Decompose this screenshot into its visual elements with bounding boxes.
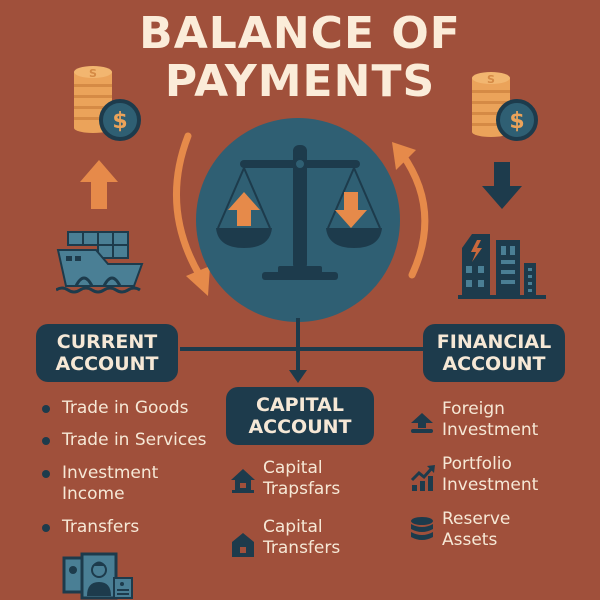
bullet-icon [42, 524, 50, 532]
bullet-icon [42, 470, 50, 478]
bullet-icon [42, 405, 50, 413]
capital-account-box: CAPITAL ACCOUNT [226, 387, 374, 445]
financial-item-portfolio: Portfolio Investment [442, 454, 539, 495]
current-item-transfers: Transfers [62, 517, 140, 537]
coin-stack-dollar-icon: S $ [472, 68, 552, 148]
current-item-investment-income: Investment Income [62, 463, 159, 504]
current-account-label-2: ACCOUNT [55, 353, 159, 375]
cargo-ship-icon [56, 228, 146, 294]
database-stack-icon [410, 516, 434, 544]
svg-text:$: $ [509, 109, 524, 134]
office-buildings-icon [456, 228, 550, 300]
financial-account-label-1: FINANCIAL [436, 331, 552, 353]
photo-id-cards-icon [62, 552, 134, 600]
svg-text:S: S [487, 73, 495, 86]
house-icon [230, 532, 256, 558]
capital-item-2: Capital Transfers [263, 517, 341, 558]
svg-text:S: S [89, 67, 97, 80]
current-account-box: CURRENT ACCOUNT [36, 324, 178, 382]
arrow-up-icon [80, 160, 118, 210]
connector-arrow-down-icon [289, 370, 307, 384]
financial-account-label-2: ACCOUNT [442, 353, 546, 375]
financial-account-box: FINANCIAL ACCOUNT [423, 324, 565, 382]
connector-horizontal [180, 347, 436, 351]
financial-item-foreign: Foreign Investment [442, 399, 539, 440]
current-account-label-1: CURRENT [56, 331, 158, 353]
current-item-trade-services: Trade in Services [62, 430, 207, 450]
cycle-arrow-left-icon [168, 128, 218, 300]
capital-account-label-2: ACCOUNT [248, 416, 352, 438]
connector-vertical [296, 318, 300, 372]
financial-item-reserve: Reserve Assets [442, 509, 511, 550]
upload-arrow-icon [410, 412, 434, 434]
growth-chart-icon [410, 464, 436, 492]
arrow-down-icon [482, 162, 522, 210]
title-line-2: PAYMENTS [164, 56, 436, 107]
title-line-1: BALANCE OF [139, 8, 461, 59]
svg-text:$: $ [112, 109, 127, 134]
coin-stack-dollar-icon: S $ [68, 62, 148, 142]
bullet-icon [42, 437, 50, 445]
current-item-trade-goods: Trade in Goods [62, 398, 189, 418]
balance-scale-icon [210, 140, 390, 290]
cycle-arrow-right-icon [384, 130, 434, 290]
capital-account-label-1: CAPITAL [256, 394, 344, 416]
house-icon [230, 468, 256, 494]
capital-item-1: Capital Trapsfars [263, 458, 341, 499]
